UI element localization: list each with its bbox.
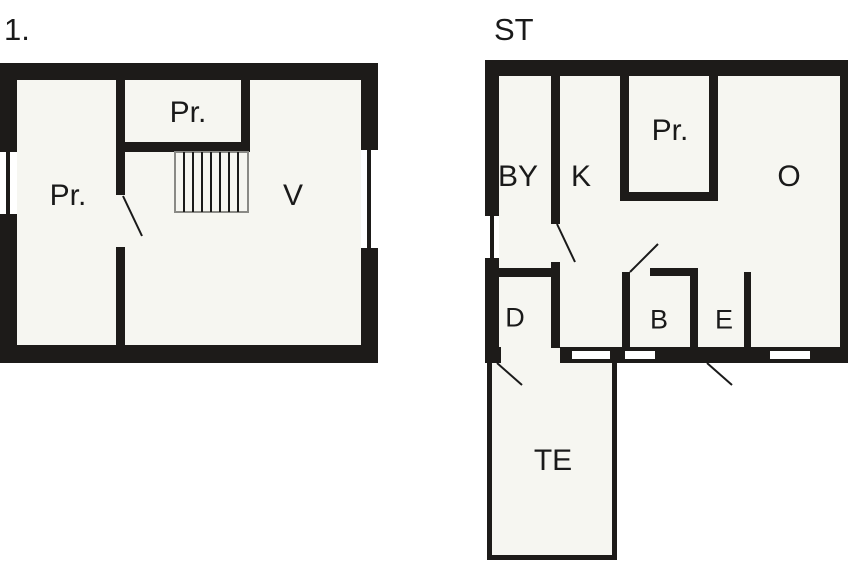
te-wall-right — [612, 360, 617, 560]
ground-wall-bottom-seg-3 — [660, 347, 745, 363]
upper-floor-title: 1. — [4, 12, 30, 47]
e-exterior-door-swing — [706, 362, 733, 386]
upper-wall-top — [0, 63, 378, 80]
room-label-b: B — [649, 304, 669, 335]
d-room-right-wall — [551, 268, 560, 348]
room-label-v: V — [282, 179, 304, 212]
b-room-right-wall — [690, 272, 698, 348]
room-label-d: D — [505, 302, 525, 333]
ground-wall-bottom-seg-1 — [485, 347, 501, 363]
upper-pr-room-right-wall — [241, 80, 250, 146]
by-k-door-swing — [556, 223, 576, 263]
upper-partition-vertical-lower — [116, 247, 125, 345]
te-wall-left — [487, 360, 492, 560]
ground-pr-right-wall — [709, 76, 718, 200]
room-label-pr-ground: Pr. — [651, 114, 689, 147]
ground-window-bottom-2 — [625, 351, 655, 359]
ground-pr-left-wall — [620, 76, 629, 200]
upper-window-left-frame — [6, 152, 10, 214]
ground-wall-top — [485, 60, 848, 76]
by-k-partition-upper — [551, 76, 560, 224]
ground-wall-left — [485, 60, 499, 363]
ground-floor-title: ST — [494, 12, 534, 47]
room-label-pr-upper: Pr. — [169, 96, 207, 129]
room-label-o: O — [777, 160, 801, 193]
ground-window-left-frame — [490, 216, 494, 258]
room-label-te: TE — [533, 444, 573, 477]
b-room-door-swing — [629, 243, 659, 273]
upper-floor-plan — [0, 63, 378, 363]
b-room-top-wall — [650, 268, 698, 276]
ground-floor-plan — [485, 60, 848, 560]
d-exterior-door-swing — [496, 362, 523, 386]
room-label-e: E — [714, 304, 734, 335]
upper-pr-room-bottom-wall — [116, 142, 250, 152]
upper-window-right-frame — [367, 150, 371, 248]
upper-door-swing-left — [122, 195, 143, 237]
b-room-left-wall — [622, 272, 630, 348]
upper-wall-bottom — [0, 345, 378, 363]
upper-partition-vertical-upper — [116, 80, 125, 195]
by-d-partition — [485, 268, 560, 277]
te-wall-bottom — [487, 555, 617, 560]
staircase-treads — [183, 152, 239, 212]
ground-floor-fill — [485, 60, 848, 363]
room-label-pr-left: Pr. — [49, 179, 87, 212]
room-label-by: BY — [497, 160, 539, 193]
e-room-right-wall — [744, 272, 751, 348]
ground-window-bottom-1 — [572, 351, 610, 359]
te-floor-fill — [487, 360, 617, 560]
ground-window-bottom-3 — [770, 351, 810, 359]
ground-pr-bottom-wall — [620, 192, 718, 201]
room-label-k: K — [570, 160, 592, 193]
ground-wall-right — [840, 60, 848, 363]
